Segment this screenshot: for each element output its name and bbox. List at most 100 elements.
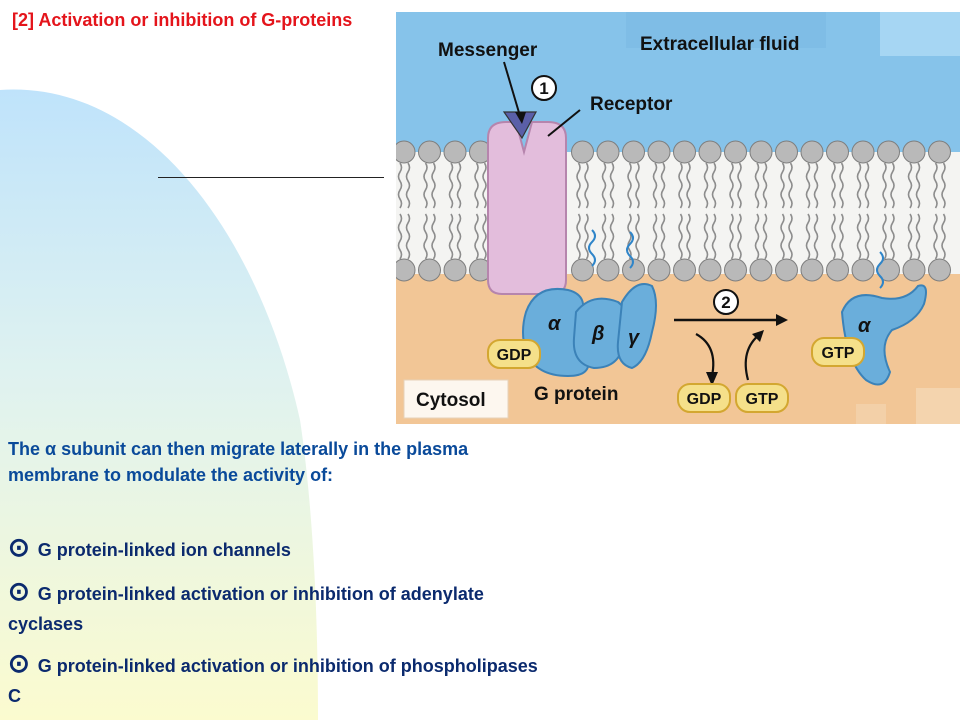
lipid-tail <box>601 162 607 209</box>
gamma-label: γ <box>628 327 641 349</box>
g-protein-complex <box>522 283 657 378</box>
bullet-item: ⊙G protein-linked activation or inhibiti… <box>8 648 548 711</box>
phospholipid-head <box>596 140 620 164</box>
lipid-tail <box>864 162 870 209</box>
phospholipid-head <box>877 140 900 164</box>
lipid-tail <box>652 213 658 260</box>
lipid-tail <box>856 162 862 209</box>
lipid-tail <box>405 162 411 209</box>
lipid-tail <box>864 213 870 260</box>
phospholipid-head <box>902 258 926 282</box>
intro-text: The α subunit can then migrate laterally… <box>8 439 469 485</box>
lipid-tail <box>576 213 581 260</box>
lipid-tail <box>780 162 785 209</box>
lipid-tail <box>915 162 921 209</box>
lipid-tail <box>397 162 403 209</box>
phospholipid-head <box>673 140 696 164</box>
lipid-tail <box>686 162 691 209</box>
step-2-label: 2 <box>721 293 730 312</box>
gdp-bound-label: GDP <box>497 347 532 364</box>
lipid-tail <box>762 162 768 209</box>
phospholipid-head <box>647 140 671 164</box>
phospholipid-head <box>724 140 747 164</box>
lipid-tail <box>431 162 436 209</box>
lipid-tail <box>754 213 760 260</box>
lipid-tail <box>686 213 691 260</box>
lipid-tail <box>703 213 709 260</box>
lipid-tail <box>678 213 683 260</box>
phospholipid-head <box>724 258 747 282</box>
lipid-tail <box>431 213 436 260</box>
beta-label: β <box>591 323 604 345</box>
lipid-tail <box>711 213 717 260</box>
lipid-tail <box>729 162 734 209</box>
lipid-tail <box>907 162 913 209</box>
lipid-tails <box>397 162 946 260</box>
phospholipid-head <box>622 140 645 164</box>
bullet-item: ⊙G protein-linked activation or inhibiti… <box>8 576 548 639</box>
lipid-tail <box>788 162 793 209</box>
lipid-tail <box>711 162 717 209</box>
lipid-tail <box>805 162 811 209</box>
phospholipid-head <box>800 258 824 282</box>
lipid-tail <box>474 162 479 209</box>
lipid-tail <box>660 213 666 260</box>
lipid-tail <box>482 213 487 260</box>
phospholipid-head <box>622 258 645 282</box>
lipid-tail <box>635 213 640 260</box>
phospholipid-head <box>902 140 926 164</box>
phospholipid-head <box>571 140 594 164</box>
bullet-symbol: ⊙ <box>8 532 30 562</box>
lipid-tail <box>915 213 921 260</box>
gtp-bound-label: GTP <box>822 345 855 362</box>
phospholipid-head <box>749 258 773 282</box>
phospholipid-head <box>826 140 849 164</box>
phospholipid-head <box>418 140 441 164</box>
lipid-tail <box>423 213 428 260</box>
lipid-tail <box>780 213 785 260</box>
receptor <box>487 121 567 295</box>
bullet-symbol: ⊙ <box>8 648 30 678</box>
lipid-tail <box>933 213 938 260</box>
receptor-label: Receptor <box>590 94 673 115</box>
lipid-tail <box>635 162 640 209</box>
lipid-tail <box>856 213 862 260</box>
lipid-tail <box>933 162 938 209</box>
lipid-tail <box>482 162 487 209</box>
lipid-tail <box>576 162 581 209</box>
phospholipid-head <box>443 140 467 164</box>
g-protein-label: G protein <box>534 384 618 405</box>
bullet-text: G protein-linked activation or inhibitio… <box>8 656 538 706</box>
messenger-label: Messenger <box>438 40 538 61</box>
lipid-tail <box>627 213 632 260</box>
phospholipid-head <box>928 258 951 282</box>
lipid-tail <box>652 162 658 209</box>
phospholipid-head <box>851 140 875 164</box>
phospholipid-head <box>800 140 824 164</box>
lipid-tail <box>609 213 615 260</box>
phospholipid-head <box>826 258 849 282</box>
lipid-tail <box>474 213 479 260</box>
lipid-tail <box>831 213 836 260</box>
lipid-tail <box>448 213 454 260</box>
lipid-tail <box>882 213 887 260</box>
bullet-item: ⊙G protein-linked ion channels <box>8 532 548 565</box>
phospholipid-head <box>673 258 696 282</box>
lipid-tail <box>737 213 742 260</box>
phospholipid-head <box>851 258 875 282</box>
lipid-tail <box>456 162 462 209</box>
phospholipid-head <box>443 258 467 282</box>
lipid-tail <box>601 213 607 260</box>
lipid-tail <box>831 162 836 209</box>
lipid-tail <box>788 213 793 260</box>
alpha-label: α <box>548 313 562 335</box>
lipid-tail <box>703 162 709 209</box>
phospholipid-head <box>396 140 416 164</box>
lipid-tail <box>813 213 819 260</box>
extracellular-label: Extracellular fluid <box>640 34 799 55</box>
lipid-tail <box>890 213 895 260</box>
phospholipid-head <box>571 258 594 282</box>
g-protein-diagram: 1 α β γ GDP Messenger Extracellular flui… <box>396 12 960 424</box>
lipid-tail <box>584 162 589 209</box>
